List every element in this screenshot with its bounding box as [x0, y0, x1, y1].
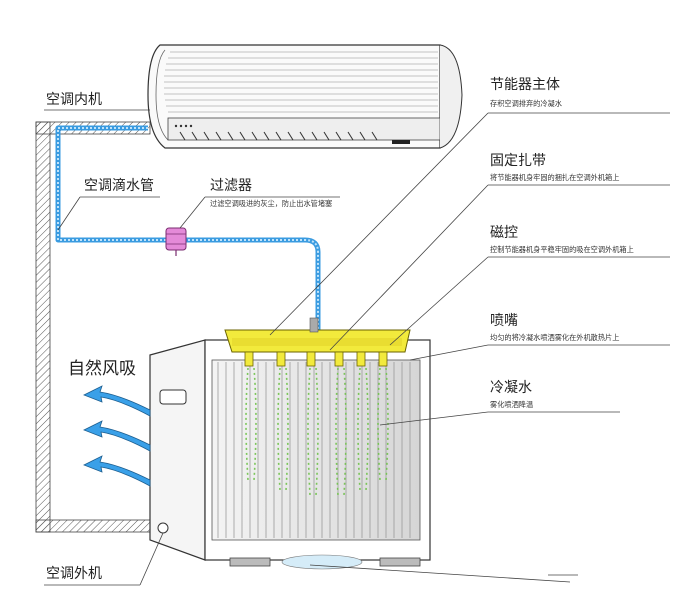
condenser-fins [217, 362, 411, 538]
label-nozzle: 喷嘴 [490, 313, 518, 329]
label-nozzle-desc: 均匀的将冷凝水喷洒雾化在外机散热片上 [490, 333, 619, 342]
label-magnet-desc: 控制节能器机身平稳牢固的吸在空调外机箱上 [490, 245, 634, 254]
label-indoor-unit: 空调内机 [46, 92, 102, 108]
leader-lines [44, 109, 670, 586]
indoor-unit [147, 44, 463, 149]
energy-saver-body [224, 317, 411, 353]
label-magnet: 磁控 [490, 225, 518, 241]
indoor-unit-grille [164, 51, 438, 113]
label-filter: 过滤器 [210, 178, 252, 194]
label-main-body-desc: 存积空调排弃的冷凝水 [490, 99, 562, 108]
label-main-body: 节能器主体 [490, 77, 560, 93]
label-filter-desc: 过滤空调吸进的灰尘，防止出水管堵塞 [210, 199, 332, 208]
label-outdoor-unit: 空调外机 [46, 566, 102, 582]
label-natural-air: 自然风吸 [68, 359, 136, 379]
indoor-unit-louvers [179, 131, 378, 141]
spray-mist [245, 367, 389, 496]
label-condensate: 冷凝水 [490, 380, 532, 396]
filter-canister-icon [165, 227, 187, 256]
label-drain-pipe: 空调滴水管 [84, 177, 154, 194]
label-condensate-desc: 雾化喷洒降温 [490, 400, 533, 409]
curved-arrow-icon [83, 385, 151, 487]
outdoor-unit [149, 339, 431, 570]
label-strap-desc: 将节能器机身牢固的捆扎在空调外机箱上 [490, 173, 619, 182]
spray-nozzle-icon [244, 351, 388, 367]
indoor-unit-indicator-dots [174, 124, 193, 128]
drain-pipe [55, 125, 321, 330]
label-strap: 固定扎带 [490, 153, 546, 169]
